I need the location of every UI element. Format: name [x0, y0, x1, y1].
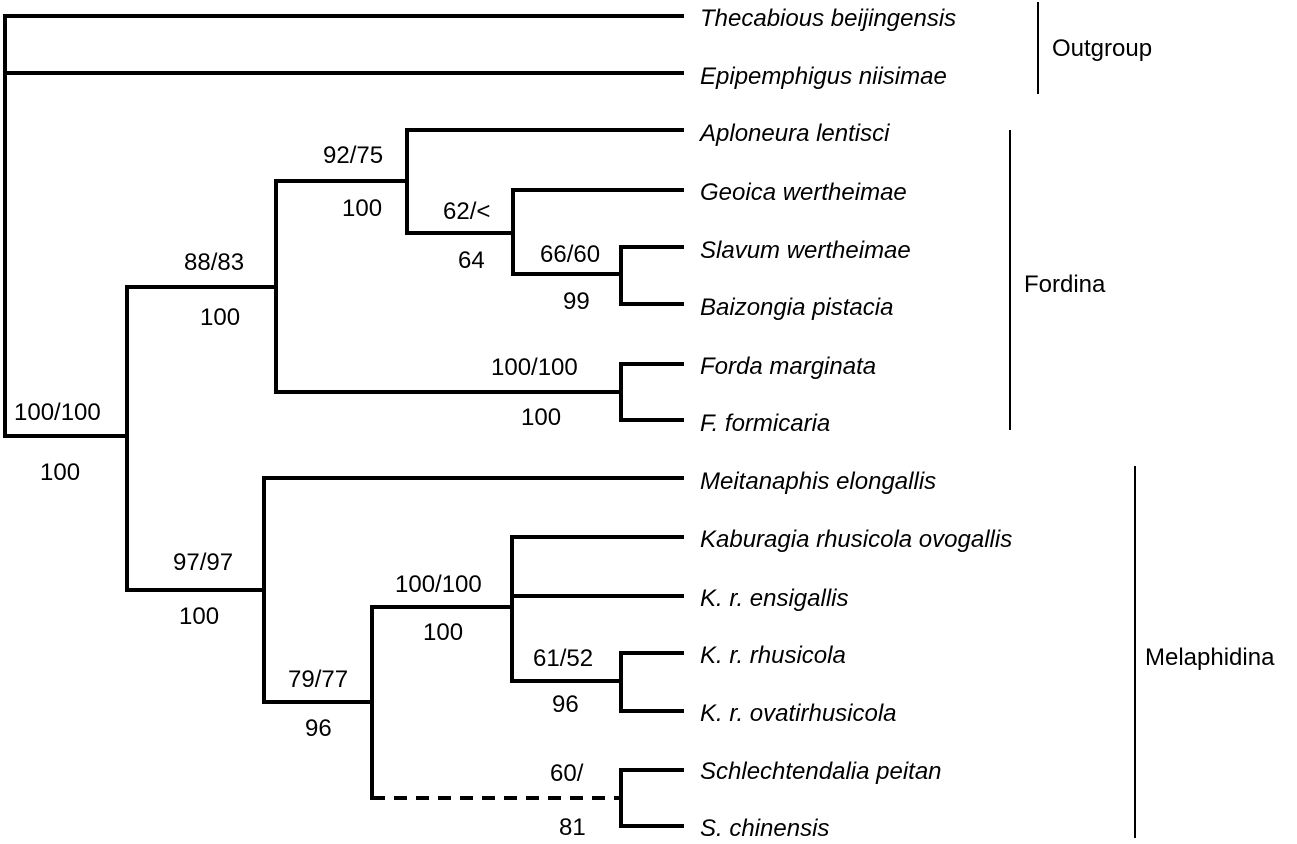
support-label: 100	[200, 304, 240, 331]
support-values: 100/100 100 88/83 100 92/75 100 62/< 64 …	[14, 142, 600, 841]
taxon-label: Epipemphigus niisimae	[700, 63, 947, 90]
support-label: 64	[458, 247, 485, 274]
support-label: 100/100	[491, 354, 578, 381]
support-label: 97/97	[173, 549, 233, 576]
taxon-labels: Thecabious beijingensis Epipemphigus nii…	[698, 5, 1012, 842]
support-label: 81	[559, 814, 586, 841]
taxon-label: K. r. ensigallis	[700, 585, 849, 612]
support-label: 100	[423, 619, 463, 646]
group-brackets: Outgroup Fordina Melaphidina	[1009, 2, 1275, 838]
taxon-label: Thecabious beijingensis	[700, 5, 956, 32]
support-label: 100/100	[14, 399, 101, 426]
outgroup-label: Outgroup	[1052, 35, 1152, 62]
taxon-label: K. r. rhusicola	[700, 642, 846, 669]
taxon-label: F. formicaria	[700, 410, 830, 437]
support-label: 96	[305, 715, 332, 742]
taxon-label: Meitanaphis elongallis	[700, 468, 936, 495]
taxon-label: Kaburagia rhusicola ovogallis	[700, 526, 1012, 553]
tree-branches	[3, 14, 684, 828]
taxon-label: Baizongia pistacia	[700, 294, 893, 321]
melaphidina-label: Melaphidina	[1145, 644, 1275, 671]
taxon-label: Aploneura lentisci	[698, 120, 890, 147]
taxon-label: Schlechtendalia peitan	[700, 758, 942, 785]
support-label: 100/100	[395, 571, 482, 598]
support-label: 62/<	[443, 198, 490, 225]
support-label: 100	[40, 459, 80, 486]
taxon-label: Slavum wertheimae	[700, 237, 911, 264]
taxon-label: S. chinensis	[700, 815, 829, 842]
support-label: 60/	[550, 760, 584, 787]
support-label: 100	[342, 195, 382, 222]
support-label: 88/83	[184, 249, 244, 276]
support-label: 99	[563, 288, 590, 315]
taxon-label: Geoica wertheimae	[700, 179, 907, 206]
support-label: 61/52	[533, 645, 593, 672]
taxon-label: Forda marginata	[700, 353, 876, 380]
support-label: 66/60	[540, 241, 600, 268]
taxon-label: K. r. ovatirhusicola	[700, 700, 897, 727]
support-label: 96	[552, 691, 579, 718]
fordina-label: Fordina	[1024, 271, 1106, 298]
support-label: 100	[179, 603, 219, 630]
support-label: 100	[521, 404, 561, 431]
support-label: 92/75	[323, 142, 383, 169]
support-label: 79/77	[288, 666, 348, 693]
